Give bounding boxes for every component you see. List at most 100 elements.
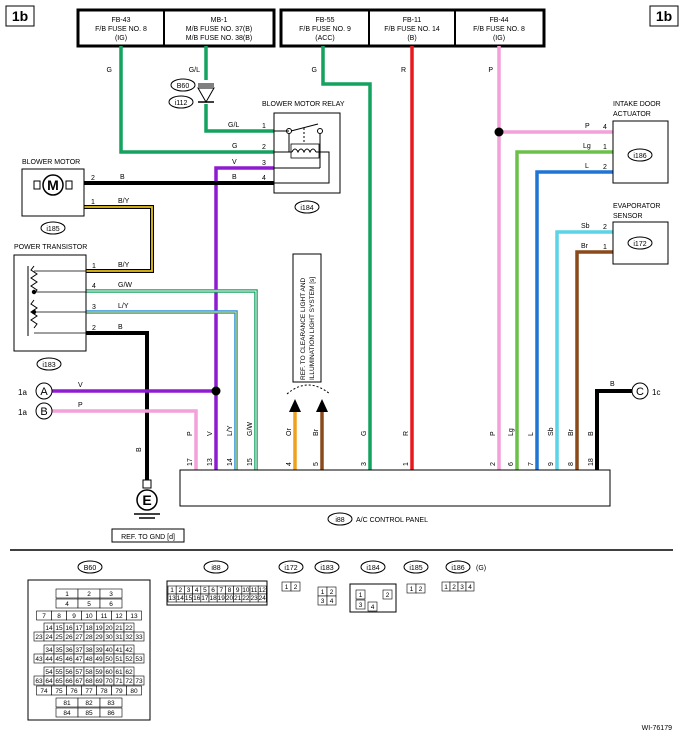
view-i88-pin: 23 — [250, 595, 258, 602]
panel-pin-14: 14 — [227, 458, 234, 466]
power-transistor-ref-badge — [36, 357, 62, 371]
view-b60-pin: 7 — [42, 613, 46, 620]
connector-b — [35, 402, 53, 420]
view-i184-cell — [355, 599, 366, 610]
view-b60-cell — [126, 685, 142, 696]
relay-pin-1: 1 — [262, 123, 266, 130]
wire-v-relay — [214, 166, 274, 470]
view-b60-pin: 75 — [55, 688, 63, 695]
view-b60-pin: 41 — [115, 647, 123, 654]
view-i88-pin: 19 — [218, 595, 226, 602]
view-i88-pin: 7 — [219, 587, 223, 594]
ground-symbol-icon — [134, 479, 160, 519]
view-i183-label: i183 — [320, 565, 333, 572]
wire-lg — [515, 150, 613, 470]
panel-wire-17: P — [187, 431, 194, 436]
wire-label-mb1: G/L — [189, 67, 200, 74]
ground-ref: REF. TO GND [d] — [121, 534, 175, 541]
view-b60-pin: 9 — [72, 613, 76, 620]
view-i185-label: i185 — [409, 565, 422, 572]
intake-pin-1: 1 — [603, 144, 607, 151]
view-b60-pin: 36 — [65, 647, 73, 654]
ground-ref-box — [111, 528, 185, 543]
evap-title2: SENSOR — [613, 213, 643, 220]
view-b60-pin: 35 — [55, 647, 63, 654]
view-b60-pin: 10 — [85, 613, 93, 620]
view-b60-cell — [99, 588, 123, 599]
wire-label-pt1: B/Y — [118, 262, 130, 269]
wire-sb — [555, 230, 613, 470]
view-b60-pin: 33 — [135, 634, 143, 641]
view-i88-pin: 12 — [259, 587, 267, 594]
panel-pin-7: 7 — [528, 462, 535, 466]
relay-pin-3: 3 — [262, 160, 266, 167]
view-b60-pin: 6 — [109, 601, 113, 608]
view-b60-pin: 45 — [55, 656, 63, 663]
view-i88-pin: 24 — [259, 595, 267, 602]
panel-wire-8: Br — [568, 428, 575, 436]
view-i185-pin: 2 — [419, 586, 423, 593]
panel-pin-18: 18 — [588, 458, 595, 466]
panel-wire-3: G — [361, 431, 368, 436]
fuse-fb43-note: (IG) — [115, 35, 127, 42]
view-b60-pin: 1 — [65, 591, 69, 598]
view-b60-pin: 30 — [105, 634, 113, 641]
intake-title: INTAKE DOOR — [613, 101, 661, 108]
fuse-mb1-name: MB-1 — [211, 17, 228, 24]
panel-wire-9: Sb — [548, 427, 555, 436]
view-b60-pin: 85 — [85, 710, 93, 717]
view-b60-pin: 44 — [45, 656, 53, 663]
view-b60-pin: 52 — [125, 656, 133, 663]
view-i88-pin: 13 — [168, 595, 176, 602]
panel-wire-4: Or — [286, 428, 293, 436]
intake-pin-4: 4 — [603, 124, 607, 131]
view-b60-pin: 21 — [115, 625, 123, 632]
wire-b-ground — [86, 331, 149, 480]
view-b60-cell — [126, 610, 142, 621]
view-i186-pin: 4 — [468, 584, 472, 591]
view-b60-pin: 50 — [105, 656, 113, 663]
view-i172-pin: 2 — [294, 584, 298, 591]
view-b60-pin: 5 — [87, 601, 91, 608]
arrow-or-icon — [289, 399, 301, 412]
view-i88-pin: 22 — [242, 595, 250, 602]
connector-a-letter: A — [40, 386, 48, 398]
panel-pin-6: 6 — [508, 462, 515, 466]
view-i88-pin: 5 — [203, 587, 207, 594]
view-b60-pin: 16 — [65, 625, 73, 632]
view-i183-pin: 3 — [321, 598, 325, 605]
view-b60-pin: 40 — [105, 647, 113, 654]
connector-a — [35, 382, 53, 400]
view-b60-pin: 82 — [85, 700, 93, 707]
wire-label-fb44: P — [488, 67, 493, 74]
view-b60-pin: 77 — [85, 688, 93, 695]
view-b60-pin: 79 — [115, 688, 123, 695]
view-b60-pin: 26 — [65, 634, 73, 641]
view-b60-pin: 66 — [65, 678, 73, 685]
wire-label-b: P — [78, 402, 83, 409]
power-transistor: POWER TRANSISTOR — [13, 244, 87, 352]
panel-wire-13: V — [207, 431, 214, 436]
evap-pin-2: 2 — [603, 224, 607, 231]
wire-label-relay2: G — [232, 143, 237, 150]
panel-pin-8: 8 — [568, 462, 575, 466]
view-b60-pin: 27 — [75, 634, 83, 641]
connector-b-label: 1a — [18, 408, 27, 417]
view-i172-pin: 1 — [285, 584, 289, 591]
motor-symbol: M — [47, 177, 59, 193]
wire-label-bm1: B/Y — [118, 198, 130, 205]
evap-pin-1: 1 — [603, 244, 607, 251]
wire-label-int4: P — [585, 123, 590, 130]
view-b60-pin: 31 — [115, 634, 123, 641]
evaporator-sensor: EVAPORATOR SENSOR i172 — [612, 203, 669, 265]
panel-pin-15: 15 — [247, 458, 254, 466]
fuse-fb43-name: FB-43 — [111, 17, 130, 24]
wire-label-int1: Lg — [583, 143, 591, 150]
view-b60-pin: 74 — [40, 688, 48, 695]
view-i88-pin: 18 — [209, 595, 217, 602]
view-b60-pin: 58 — [85, 669, 93, 676]
view-b60-pin: 65 — [55, 678, 63, 685]
